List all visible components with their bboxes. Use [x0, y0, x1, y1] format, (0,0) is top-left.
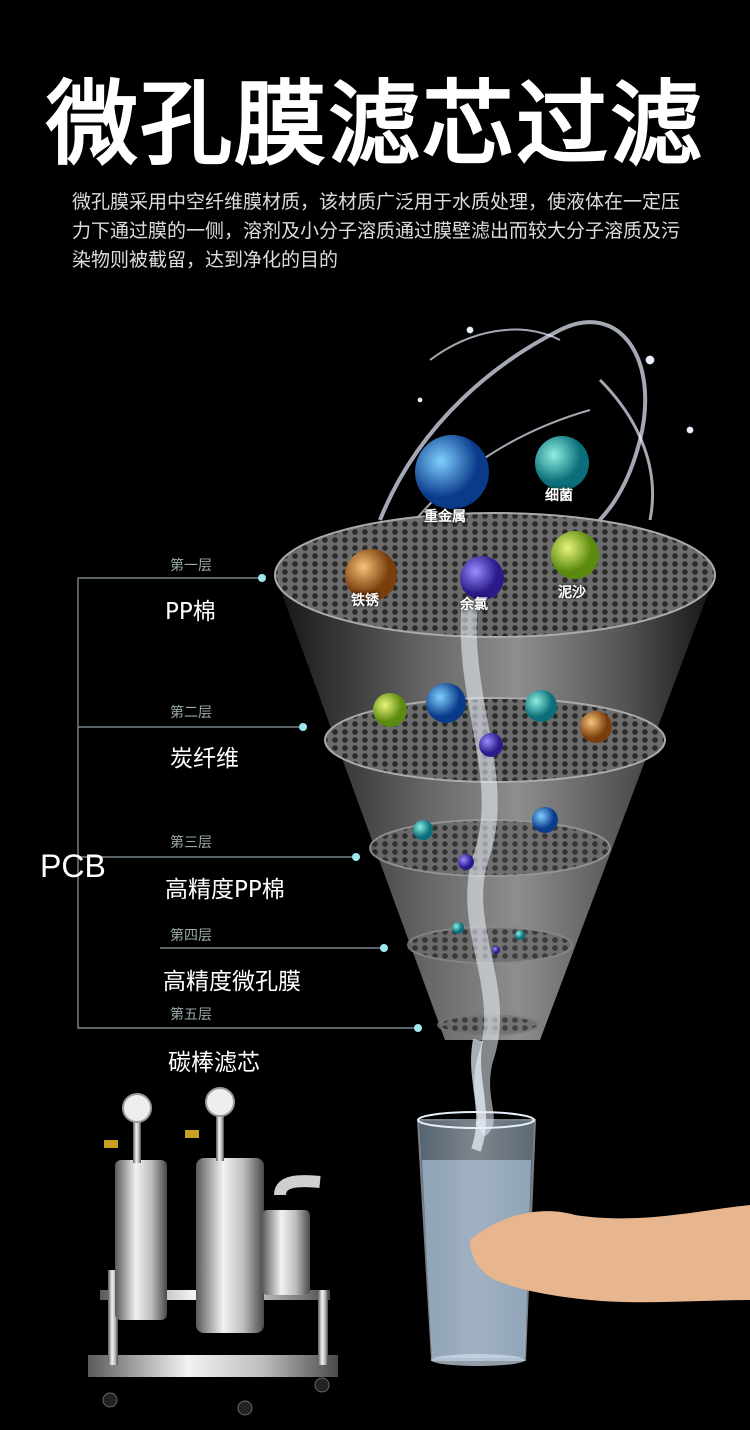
contaminant-label-bacteria: 细菌: [545, 488, 573, 504]
layer-2-index: 第二层: [170, 705, 212, 721]
water-splash: [378, 320, 694, 542]
contaminant-label-sand: 泥沙: [558, 585, 586, 601]
layer-5-index: 第五层: [170, 1007, 212, 1023]
layer-1-name: PP棉: [165, 599, 216, 625]
layer-5-name: 碳棒滤芯: [168, 1050, 260, 1076]
layer-4-name: 高精度微孔膜: [163, 969, 301, 995]
layer-dots: [258, 574, 422, 1032]
hand: [470, 1205, 750, 1303]
layer-1-index: 第一层: [170, 558, 212, 574]
layer-3-name: 高精度PP棉: [165, 877, 285, 903]
contaminant-balls: [345, 435, 612, 954]
layer-3-index: 第三层: [170, 835, 212, 851]
contaminant-label-rust: 铁锈: [351, 593, 379, 609]
pcb-group-label: PCB: [40, 848, 106, 884]
layer-bracket: [77, 577, 418, 1029]
layer-4-index: 第四层: [170, 928, 212, 944]
description-text: 微孔膜采用中空纤维膜材质，该材质广泛用于水质处理，使液体在一定压力下通过膜的一侧…: [72, 191, 681, 271]
contaminant-label-heavy-metal: 重金属: [424, 509, 466, 525]
page-title: 微孔膜滤芯过滤: [45, 71, 704, 178]
stainless-filter-machine: [88, 1087, 338, 1416]
layer-2-name: 炭纤维: [170, 746, 239, 772]
contaminant-label-chlorine: 余氯: [460, 597, 488, 613]
